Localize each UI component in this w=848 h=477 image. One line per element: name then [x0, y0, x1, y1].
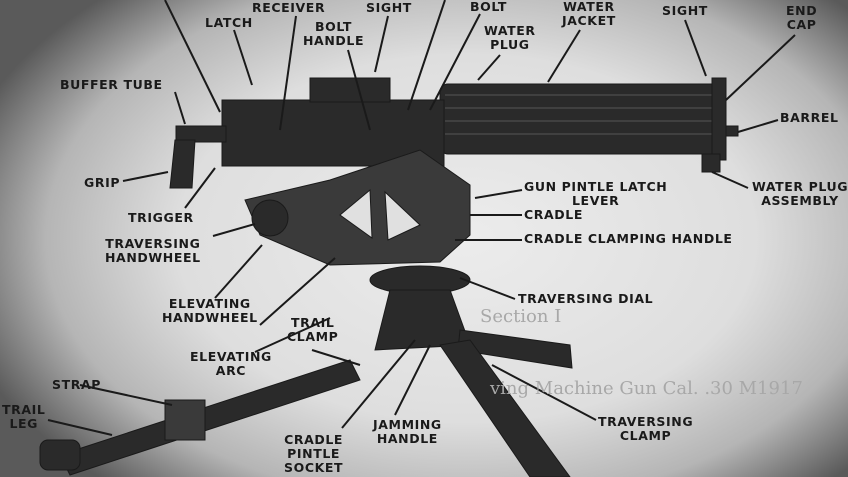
label-water-jacket: WATER JACKET — [562, 0, 616, 28]
label-bolt-handle: BOLT HANDLE — [303, 19, 365, 48]
end-cap-shape — [711, 77, 727, 161]
label-trail-clamp: TRAIL CLAMP — [287, 315, 339, 344]
label-barrel: BARREL — [780, 110, 839, 125]
label-sight: SIGHT — [366, 0, 412, 15]
background-text: Section I — [480, 306, 562, 327]
buffer-tube-shape — [175, 125, 227, 143]
label-elevating-handwheel: ELEVATING HANDWHEEL — [162, 296, 258, 325]
leader-lines — [47, 0, 796, 436]
label-elevating-arc: ELEVATING ARC — [190, 349, 272, 378]
background-text: ving Machine Gun Cal. .30 M1917 — [490, 378, 803, 399]
label-end-cap: END CAP — [786, 3, 818, 32]
label-gun-pintle-latch-lever: GUN PINTLE LATCH LEVER — [524, 179, 668, 208]
label-buffer-tube: BUFFER TUBE — [60, 77, 163, 92]
label-traversing-clamp: TRAVERSING CLAMP — [598, 414, 694, 443]
label-trigger: TRIGGER — [128, 210, 194, 225]
label-jamming-handle: JAMMING HANDLE — [373, 417, 442, 446]
label-water-plug-assembly: WATER PLUG ASSEMBLY — [752, 179, 848, 208]
label-latch: LATCH — [205, 15, 253, 30]
front-leg-center — [439, 339, 571, 477]
label-grip: GRIP — [84, 175, 121, 190]
traversing-handwheel-shape — [251, 199, 289, 237]
barrel-tip — [725, 125, 739, 137]
label-bolt: BOLT — [470, 0, 507, 14]
label-traversing-handwheel: TRAVERSING HANDWHEEL — [105, 236, 201, 265]
label-water-plug: WATER PLUG — [484, 23, 536, 52]
label-cradle-pintle-socket: CRADLE PINTLE SOCKET — [284, 432, 344, 475]
label-strap: STRAP — [52, 377, 101, 392]
label-receiver: RECEIVER — [252, 0, 326, 15]
tripod-head — [374, 289, 471, 351]
label-trail-leg: TRAIL LEG — [2, 402, 46, 431]
label-traversing-dial: TRAVERSING DIAL — [518, 291, 654, 306]
label-rear-sight: SIGHT — [662, 3, 708, 18]
grip-shape — [169, 139, 196, 189]
label-cradle: CRADLE — [524, 207, 583, 222]
label-cradle-clamping-handle: CRADLE CLAMPING HANDLE — [524, 231, 733, 246]
